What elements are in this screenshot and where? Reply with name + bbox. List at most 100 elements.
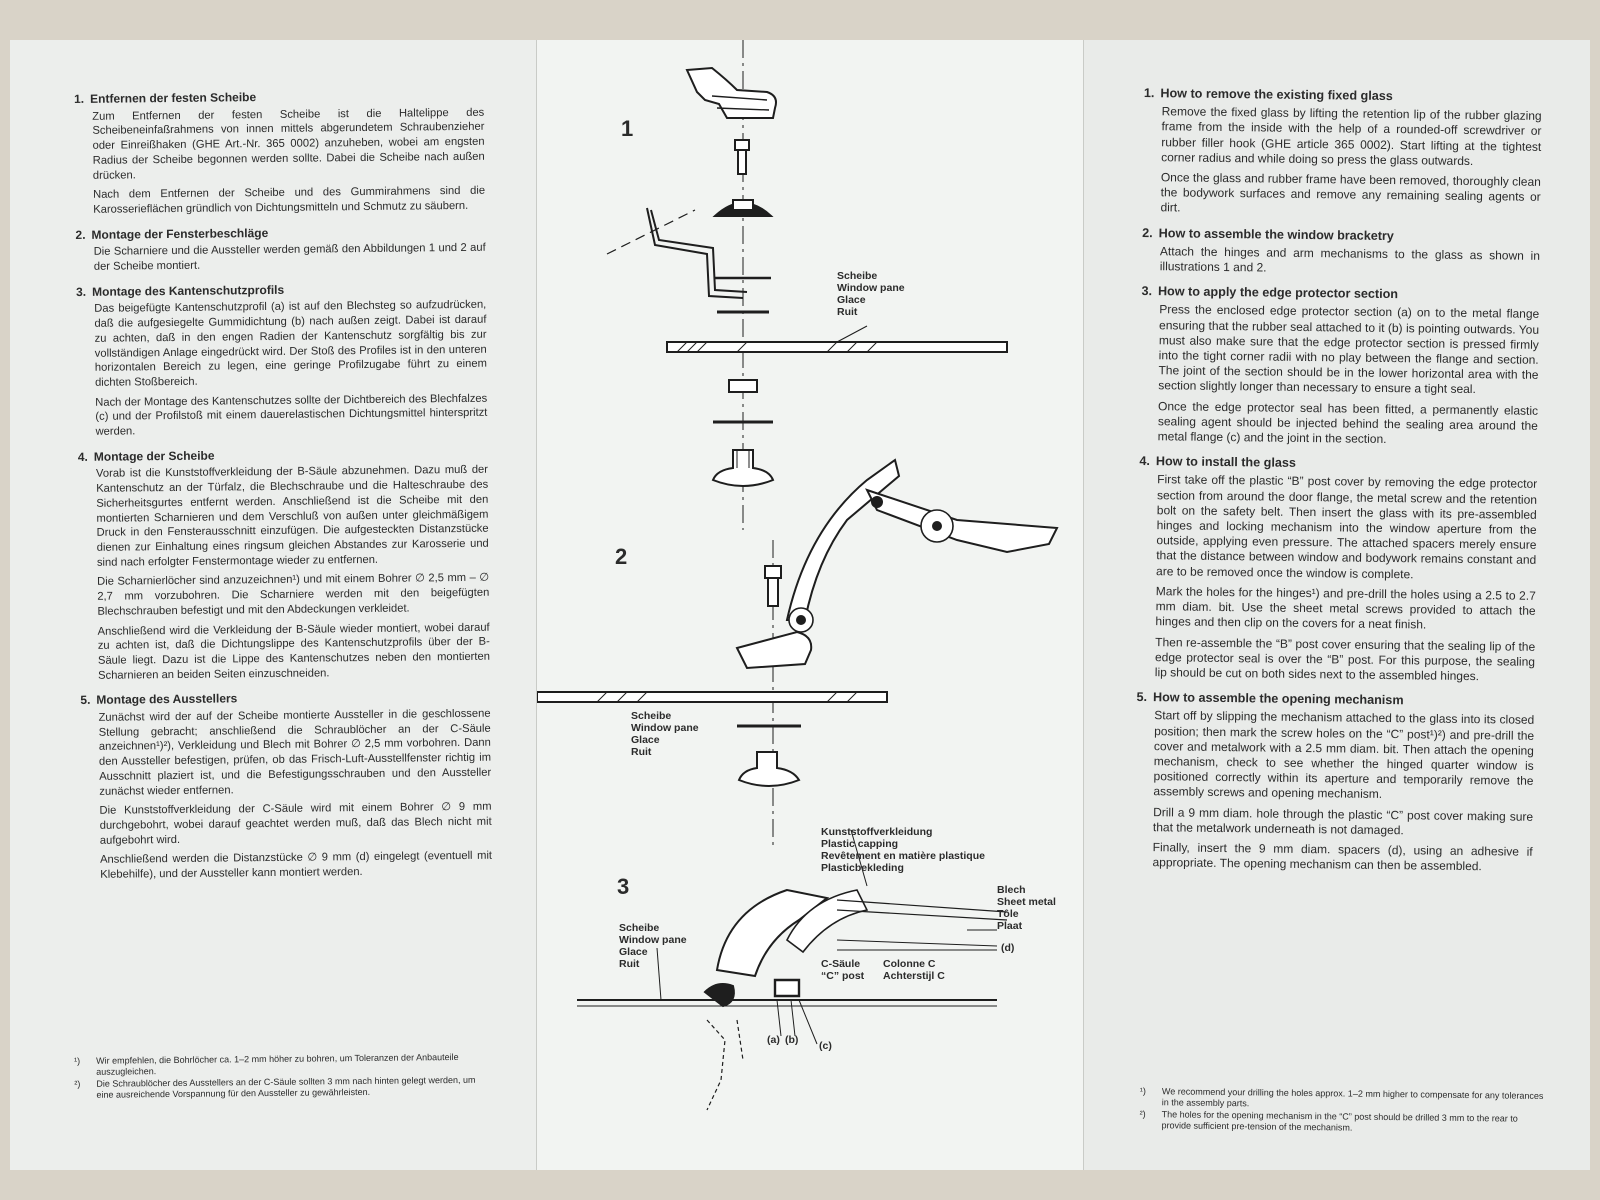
- section-number: 2.: [75, 227, 86, 242]
- section-paragraph: Then re-assemble the “B” post cover ensu…: [1154, 634, 1536, 684]
- sheet-metal-labels: Blech Sheet metal Tôle Plaat: [997, 884, 1056, 932]
- section-heading: 4. How to install the glass: [1139, 454, 1537, 474]
- hinge-leaf: [865, 488, 1059, 554]
- footnote-mark: ²): [1139, 1108, 1146, 1120]
- section-number: 4.: [1139, 454, 1151, 469]
- section-heading: 4. Montage der Scheibe: [78, 445, 488, 464]
- c-post-labels-de-en: C-Säule “C” post: [821, 958, 865, 982]
- section-number: 1.: [74, 91, 85, 106]
- hinge-section: [715, 888, 830, 978]
- section-number: 1.: [1143, 86, 1155, 101]
- section-paragraph: Finally, insert the 9 mm diam. spacers (…: [1152, 840, 1533, 874]
- section-number: 5.: [1136, 690, 1148, 705]
- screw-shaft: [737, 149, 747, 175]
- section-number: 3.: [76, 284, 87, 299]
- section-paragraph: Press the enclosed edge protector sectio…: [1158, 302, 1540, 397]
- footnote-mark: ¹): [74, 1055, 81, 1066]
- assembly-diagram: [537, 40, 1059, 1111]
- section-number: 5.: [80, 693, 91, 708]
- instruction-section: 1. How to remove the existing fixed glass…: [1142, 86, 1542, 220]
- callout-d: (d): [1001, 942, 1015, 954]
- hinge-cover-part: [685, 66, 777, 119]
- pane-labels-fig1: Scheibe Window pane Glace Ruit: [837, 270, 905, 318]
- section-paragraph: Nach dem Entfernen der Scheibe und des G…: [93, 184, 486, 216]
- section-paragraph: Attach the hinges and arm mechanisms to …: [1159, 244, 1541, 275]
- german-footnotes: ¹) Wir empfehlen, die Bohrlöcher ca. 1–2 …: [74, 1052, 484, 1102]
- window-pane-fig2: [537, 691, 888, 703]
- english-instructions: 1. How to remove the existing fixed glass…: [1134, 86, 1542, 885]
- section-paragraph: Zunächst wird der auf der Scheibe montie…: [98, 707, 492, 798]
- footnote-mark: ²): [74, 1078, 81, 1089]
- english-panel: 1. How to remove the existing fixed glass…: [1084, 40, 1590, 1170]
- section-paragraph: Nach der Montage des Kantenschutzes soll…: [95, 392, 488, 438]
- window-pane-fig1: [666, 341, 1008, 353]
- section-paragraph: Once the edge protector seal has been fi…: [1157, 398, 1539, 447]
- section-paragraph: Remove the fixed glass by lifting the re…: [1161, 104, 1542, 168]
- section-paragraph: Zum Entfernen der festen Scheibe ist die…: [92, 106, 485, 182]
- callout-a: (a): [767, 1034, 780, 1046]
- illustrations-panel: 1 2 3 Scheibe Window pane Glace Ruit Sch…: [536, 40, 1084, 1170]
- section-paragraph: First take off the plastic “B” post cove…: [1155, 472, 1538, 582]
- section-title: How to apply the edge protector section: [1157, 284, 1399, 302]
- section-paragraph: Start off by slipping the mechanism atta…: [1153, 708, 1535, 802]
- footnote: ¹) Wir empfehlen, die Bohrlöcher ca. 1–2 …: [74, 1052, 484, 1077]
- section-heading: 2. How to assemble the window bracketry: [1142, 226, 1540, 246]
- section-title: How to assemble the window bracketry: [1158, 225, 1394, 243]
- instruction-section: 3. How to apply the edge protector sectio…: [1140, 284, 1540, 449]
- hinge-arm: [785, 458, 901, 621]
- footnote: ²) The holes for the opening mechanism in…: [1139, 1109, 1549, 1135]
- section-paragraph: Das beigefügte Kantenschutzprofil (a) is…: [94, 299, 487, 389]
- spacer: [728, 379, 758, 393]
- section-heading: 1. Entfernen der festen Scheibe: [74, 88, 484, 107]
- section-heading: 5. Montage des Ausstellers: [80, 689, 490, 708]
- callout-b: (b): [785, 1034, 799, 1046]
- capping-labels: Kunststoffverkleidung Plastic capping Re…: [821, 826, 985, 874]
- section-heading: 3. Montage des Kantenschutzprofils: [76, 280, 486, 299]
- english-footnotes: ¹) We recommend your drilling the holes a…: [1139, 1086, 1550, 1137]
- figure-number-3: 3: [617, 874, 630, 899]
- section-paragraph: Mark the holes for the hinges¹) and pre-…: [1155, 584, 1536, 632]
- section-paragraph: Once the glass and rubber frame have bee…: [1160, 170, 1541, 215]
- footnote: ¹) We recommend your drilling the holes a…: [1140, 1086, 1550, 1112]
- footnote-mark: ¹): [1139, 1086, 1146, 1097]
- section-paragraph: Vorab ist die Kunststoffverkleidung der …: [95, 464, 489, 569]
- footnote-text: We recommend your drilling the holes app…: [1161, 1086, 1544, 1108]
- section-title: How to remove the existing fixed glass: [1160, 86, 1393, 104]
- section-title: Montage der Scheibe: [93, 448, 215, 464]
- section-title: Montage des Ausstellers: [96, 691, 238, 708]
- hinge-base: [735, 630, 813, 670]
- plastic-capping-line: [836, 899, 1008, 921]
- edge-protector-section: [773, 978, 801, 998]
- section-number: 2.: [1142, 225, 1153, 240]
- section-title: Montage des Kantenschutzprofils: [92, 282, 285, 299]
- section-paragraph: Anschließend wird die Verkleidung der B-…: [97, 621, 490, 682]
- section-title: How to install the glass: [1155, 454, 1296, 471]
- c-post-labels-fr-nl: Colonne C Achterstijl C: [883, 958, 945, 982]
- section-paragraph: Die Scharnierlöcher sind anzuzeichnen¹) …: [97, 572, 490, 618]
- section-title: Montage der Fensterbeschläge: [91, 225, 269, 242]
- section-number: 3.: [1141, 284, 1153, 299]
- callout-c: (c): [819, 1040, 832, 1052]
- footnote-text: The holes for the opening mechanism in t…: [1161, 1109, 1518, 1133]
- footnote-text: Die Schraublöcher des Ausstellers an der…: [96, 1074, 476, 1100]
- window-bracket: [646, 207, 748, 299]
- section-number: 4.: [77, 449, 88, 464]
- section-title: Entfernen der festen Scheibe: [90, 90, 257, 106]
- figure-number-2: 2: [615, 544, 628, 569]
- footnote-text: Wir empfehlen, die Bohrlöcher ca. 1–2 mm…: [95, 1051, 459, 1077]
- section-title: How to assemble the opening mechanism: [1152, 690, 1404, 708]
- section-heading: 1. How to remove the existing fixed glass: [1144, 86, 1542, 106]
- pane-labels-fig2: Scheibe Window pane Glace Ruit: [631, 710, 699, 758]
- section-heading: 2. Montage der Fensterbeschläge: [75, 223, 485, 242]
- section-paragraph: Die Kunststoffverkleidung der C-Säule wi…: [99, 800, 492, 847]
